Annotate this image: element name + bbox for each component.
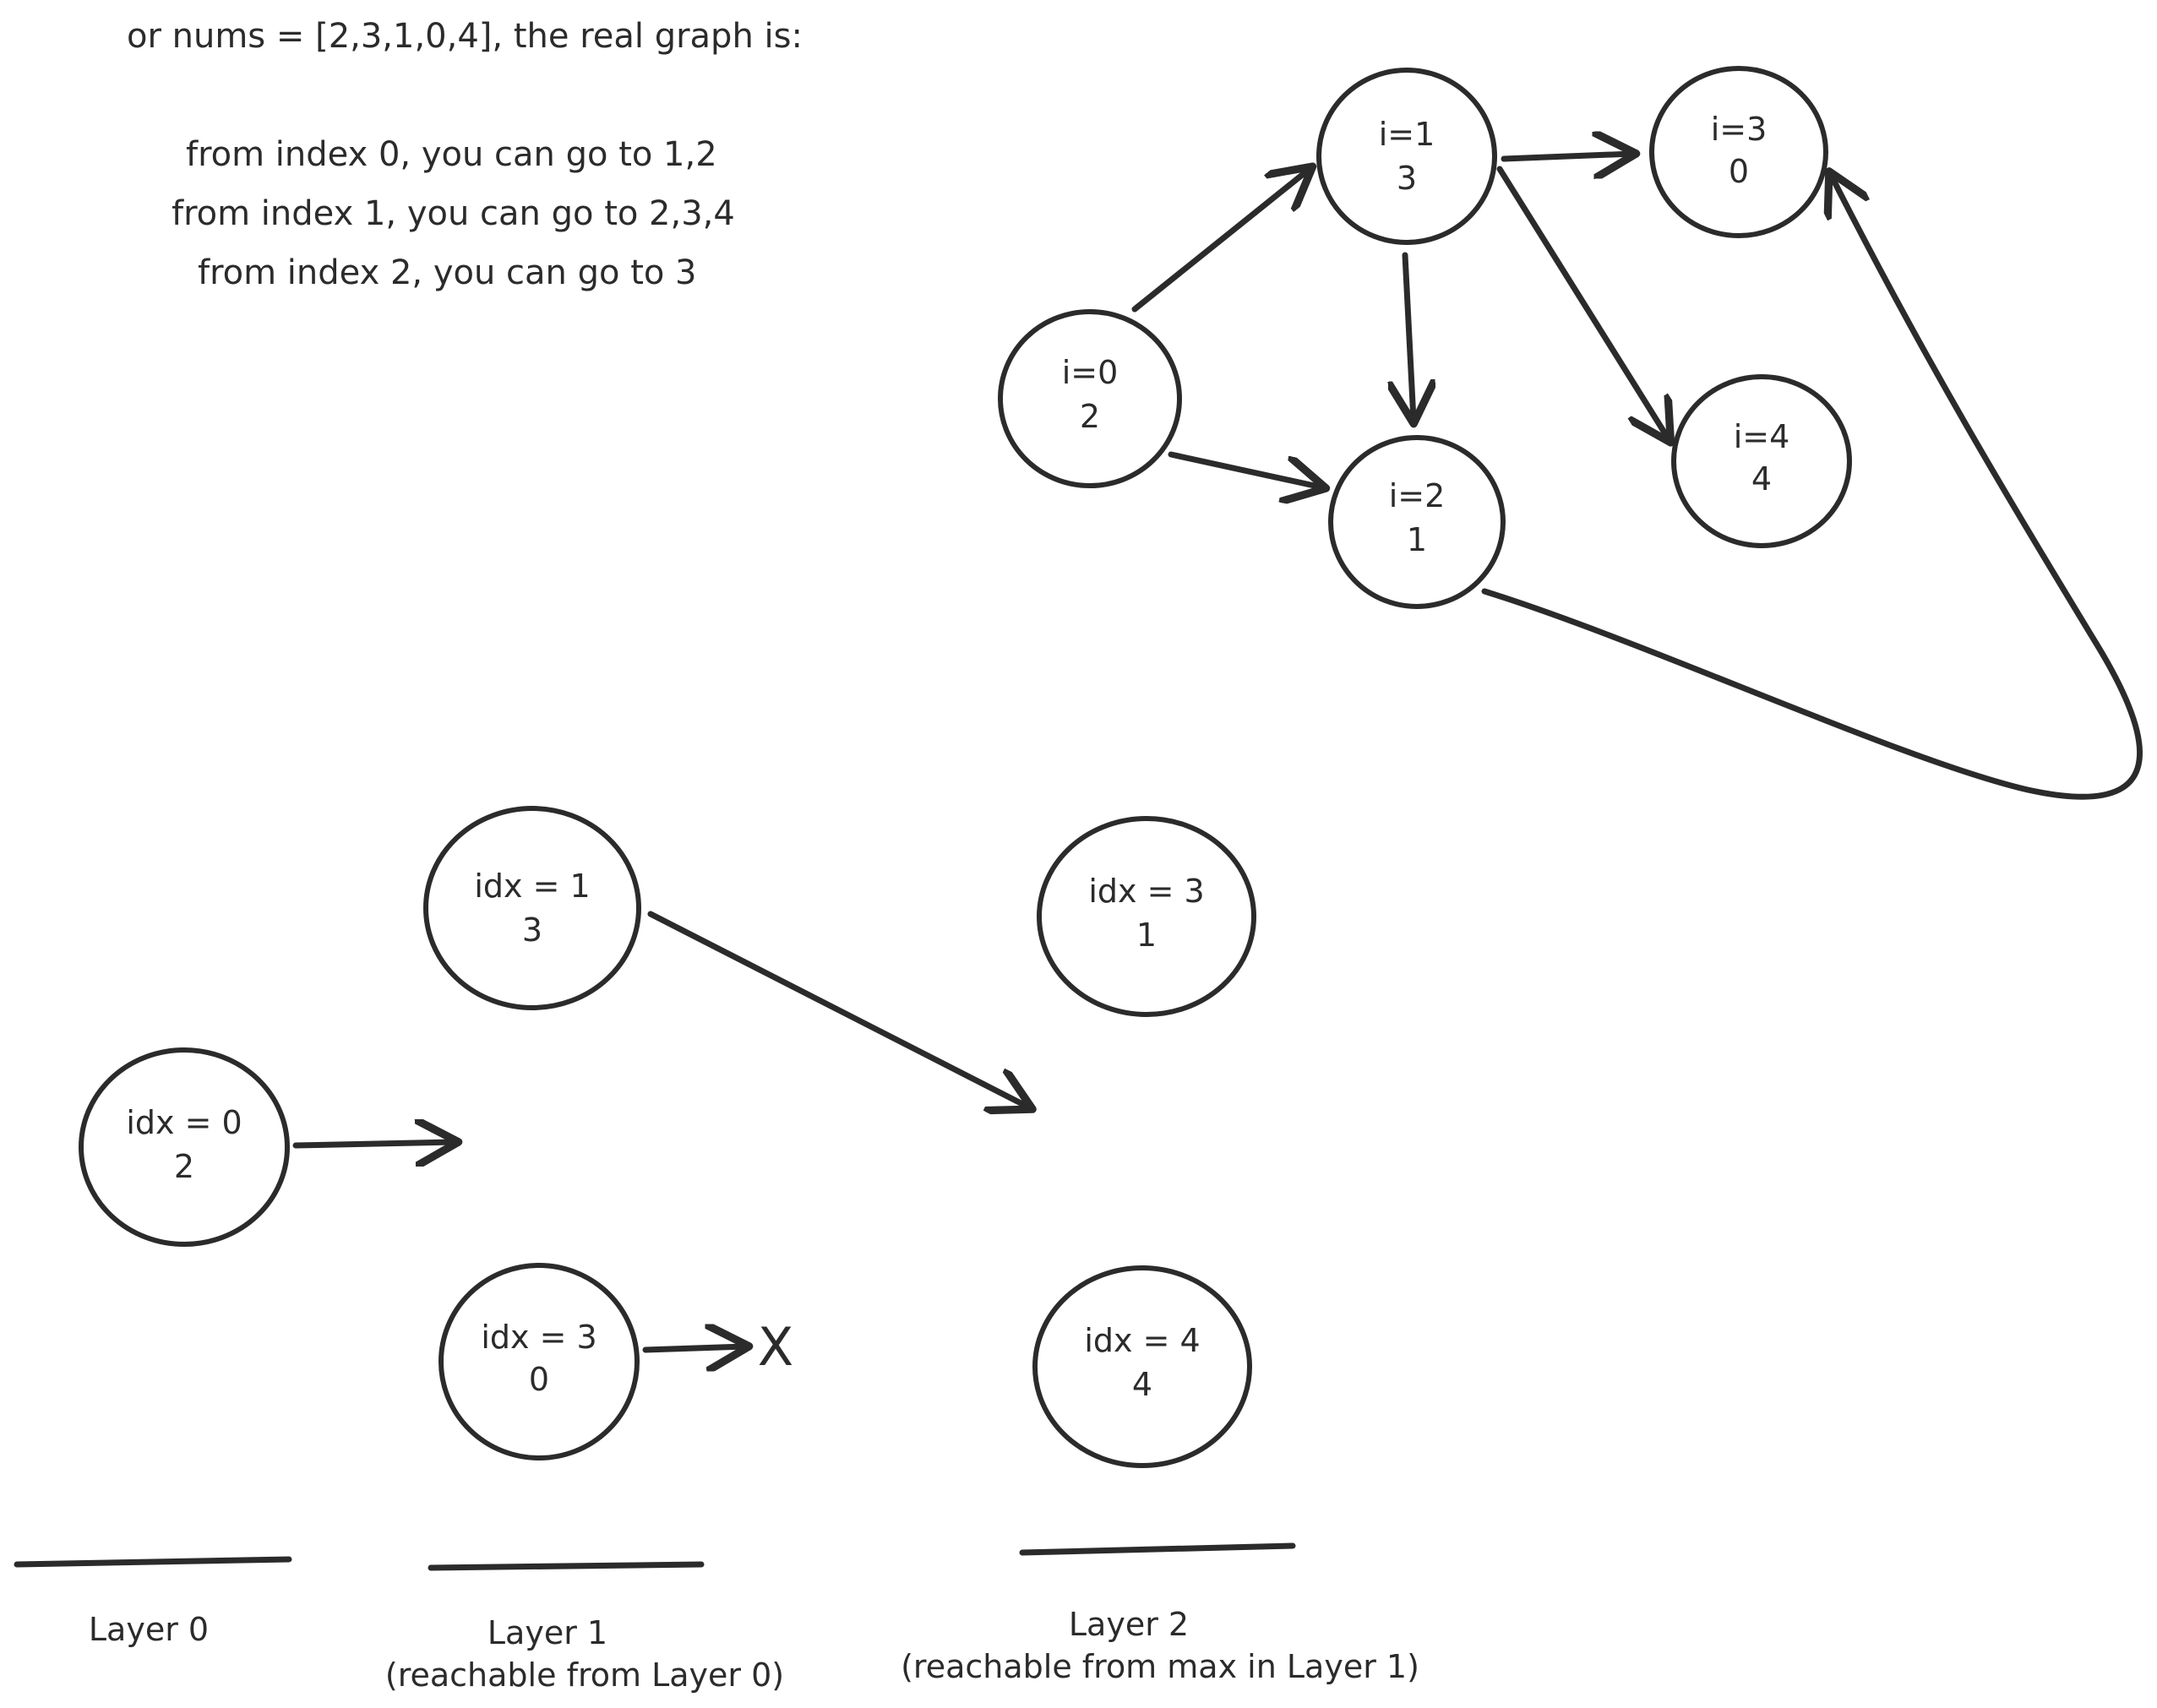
edge-g1-g3 — [1501, 154, 1632, 159]
layer-node-idx4: idx = 4 4 — [1032, 1265, 1252, 1468]
intro-line-4: from index 2, you can go to 3 — [198, 253, 697, 292]
node-circle — [79, 1047, 290, 1247]
edge-l1b-dead-end — [642, 1346, 745, 1350]
node-circle — [438, 1263, 640, 1461]
node-circle — [1316, 68, 1497, 245]
layer0-title: Layer 0 — [89, 1611, 209, 1648]
intro-line-1: or nums = [2,3,1,0,4], the real graph is… — [127, 17, 803, 56]
edge-l1a-to-layer2 — [647, 911, 1029, 1107]
node-index-label: i=1 — [1379, 116, 1435, 153]
layer2-underline — [1019, 1542, 1296, 1556]
edge-g0-g1 — [1131, 169, 1310, 313]
layer2-subtitle: (reachable from max in Layer 1) — [901, 1648, 1419, 1685]
layer2-title: Layer 2 — [1069, 1606, 1189, 1643]
node-value-label: 3 — [1397, 160, 1417, 197]
node-index-label: idx = 1 — [474, 868, 590, 905]
edge-l0-to-layer1 — [292, 1142, 455, 1145]
node-circle — [1032, 1265, 1252, 1468]
node-value-label: 4 — [1132, 1366, 1152, 1403]
edge-g1-g2 — [1405, 252, 1413, 420]
layer1-subtitle: (reachable from Layer 0) — [385, 1656, 784, 1694]
node-index-label: idx = 0 — [126, 1104, 242, 1141]
node-value-label: 2 — [174, 1148, 194, 1185]
edge-g2-g3 — [1481, 175, 2143, 800]
node-circle — [423, 806, 641, 1010]
node-value-label: 1 — [1407, 521, 1427, 558]
node-index-label: idx = 4 — [1084, 1322, 1200, 1359]
graph-node-i2: i=2 1 — [1328, 435, 1506, 609]
node-index-label: i=3 — [1711, 111, 1768, 148]
node-index-label: idx = 3 — [1088, 873, 1204, 910]
layer1-underline — [428, 1561, 705, 1571]
node-value-label: 0 — [529, 1361, 549, 1398]
node-circle — [1037, 816, 1256, 1017]
layer-node-idx3-layer2: idx = 3 1 — [1037, 816, 1256, 1017]
node-value-label: 0 — [1729, 153, 1749, 190]
dead-end-x-mark: X — [758, 1316, 793, 1378]
intro-text: or nums = [2,3,1,0,4], the real graph is… — [127, 17, 803, 292]
graph-edges — [1131, 154, 2143, 800]
graph-node-i3: i=3 0 — [1649, 66, 1828, 238]
node-index-label: i=2 — [1389, 477, 1446, 514]
layer-labels: Layer 0 Layer 1 (reachable from Layer 0)… — [89, 1606, 1419, 1694]
node-index-label: idx = 3 — [481, 1319, 596, 1356]
node-value-label: 1 — [1136, 917, 1157, 954]
layer-node-idx0: idx = 0 2 — [79, 1047, 290, 1247]
node-circle — [1328, 435, 1506, 609]
layer-node-idx1: idx = 1 3 — [423, 806, 641, 1010]
node-value-label: 3 — [522, 911, 542, 949]
edge-g1-g4 — [1496, 166, 1669, 439]
layer-edges — [292, 911, 1029, 1350]
node-index-label: i=0 — [1062, 354, 1119, 391]
node-value-label: 2 — [1080, 398, 1100, 435]
layer-node-idx3-layer1: idx = 3 0 — [438, 1263, 640, 1461]
node-value-label: 4 — [1751, 460, 1772, 498]
intro-line-3: from index 1, you can go to 2,3,4 — [172, 194, 735, 233]
graph-node-i4: i=4 4 — [1671, 374, 1852, 548]
graph-node-i0: i=0 2 — [998, 309, 1182, 488]
node-index-label: i=4 — [1734, 418, 1790, 455]
intro-line-2: from index 0, you can go to 1,2 — [186, 135, 717, 174]
edge-g0-g2 — [1168, 451, 1322, 487]
node-circle — [1671, 374, 1852, 548]
node-circle — [1649, 66, 1828, 238]
layer0-underline — [14, 1556, 292, 1568]
node-circle — [998, 309, 1182, 488]
layer1-title: Layer 1 — [488, 1614, 607, 1651]
graph-node-i1: i=1 3 — [1316, 68, 1497, 245]
layer-underlines — [14, 1542, 1296, 1571]
